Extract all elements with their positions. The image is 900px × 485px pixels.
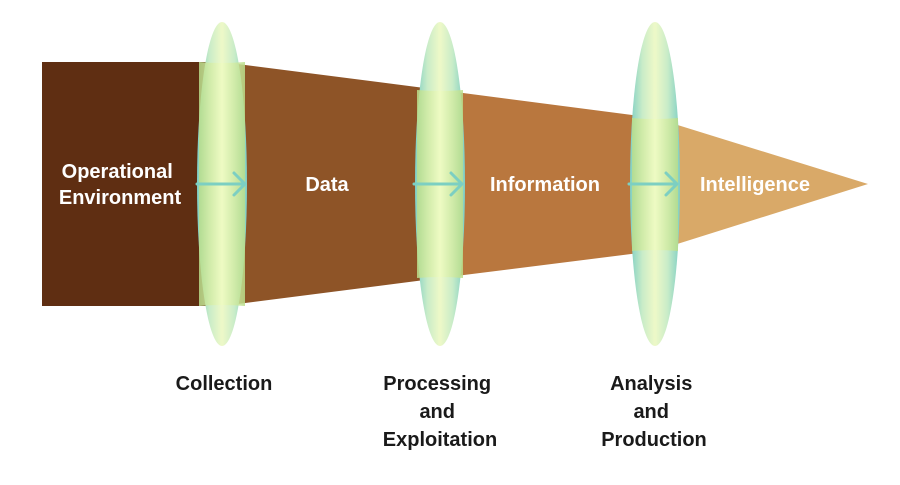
intelligence-label: Intelligence (700, 174, 810, 196)
arrow-icon (412, 171, 464, 197)
collection-label: Collection (176, 373, 273, 395)
processing-exploitation-label: Processing and Exploitation (383, 373, 497, 451)
data-segment (222, 62, 440, 306)
information-segment (440, 90, 655, 278)
arrow-icon (627, 171, 679, 197)
operational-environment-block (42, 62, 222, 306)
intelligence-segment (655, 118, 868, 251)
analysis-production-label: Analysis and Production (601, 373, 707, 451)
operational-environment-label: Operational Environment (59, 161, 182, 209)
data-label: Data (305, 174, 349, 196)
information-label: Information (490, 174, 600, 196)
arrow-icon (195, 171, 247, 197)
